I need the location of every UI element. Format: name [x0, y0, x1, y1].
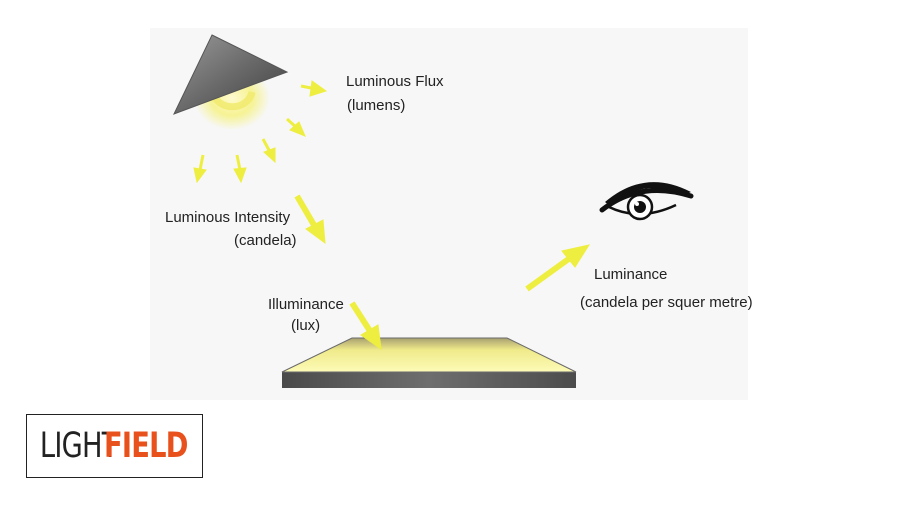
- light-ray-arrow-icon: [193, 80, 591, 351]
- logo-text-light: LIGHT: [40, 426, 119, 466]
- surface-icon: [281, 337, 577, 388]
- lamp-icon: [173, 34, 289, 130]
- luminance-arrow: [525, 244, 591, 292]
- illuminance-arrow: [349, 301, 382, 351]
- illuminance-unit: (lux): [291, 317, 321, 334]
- intensity-arrow: [294, 194, 326, 245]
- ray-arrow: [285, 117, 306, 137]
- luminous-intensity-unit: (candela): [234, 232, 297, 249]
- ray-arrow: [261, 138, 276, 164]
- eye-icon: [599, 182, 694, 221]
- illuminance-label: Illuminance: [268, 296, 344, 313]
- luminous-flux-label: Luminous Flux: [346, 73, 444, 90]
- luminous-intensity-label: Luminous Intensity: [165, 209, 291, 226]
- luminance-label: Luminance: [594, 266, 668, 283]
- logo-text-field: FIELD: [103, 426, 188, 466]
- flux-arrow: [300, 80, 328, 97]
- ray-arrow: [193, 154, 207, 184]
- luminance-unit: (candela per squer metre): [580, 294, 753, 311]
- luminous-flux-unit: (lumens): [347, 97, 406, 114]
- ray-arrow: [233, 154, 247, 184]
